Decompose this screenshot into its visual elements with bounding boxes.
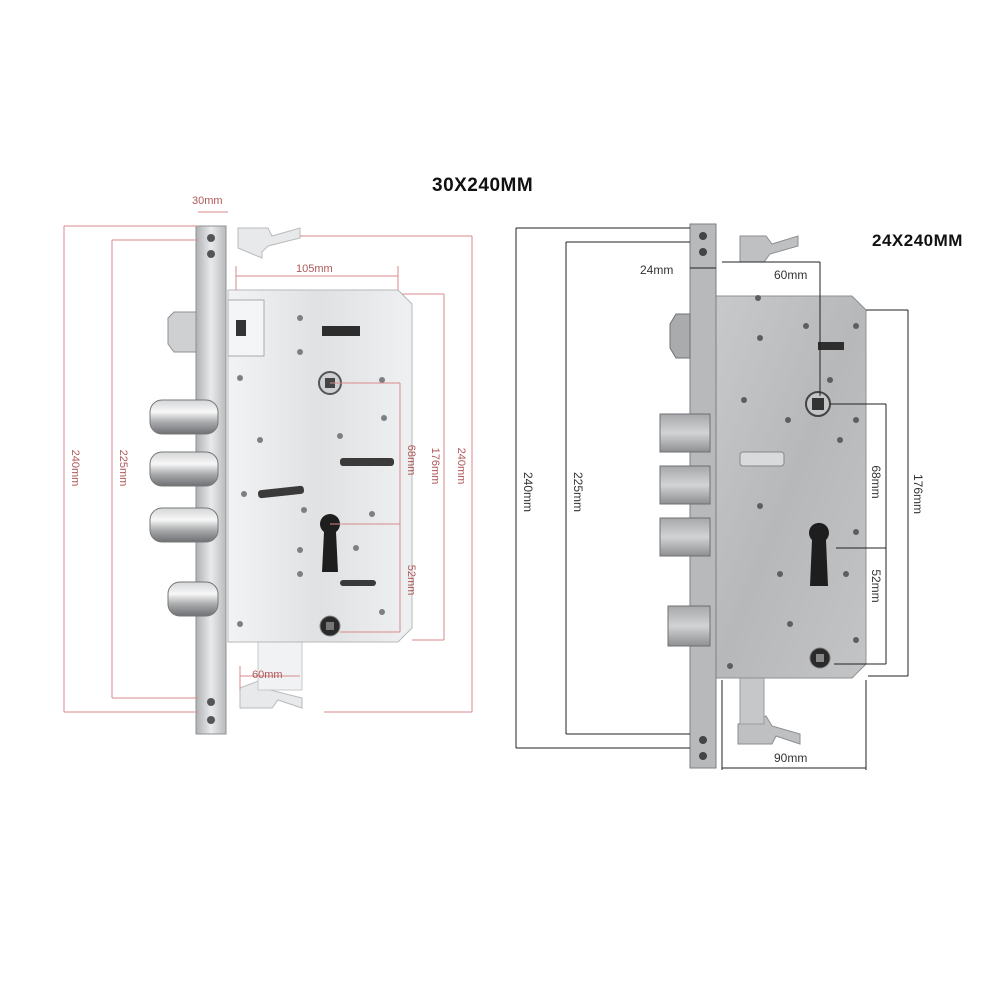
left-faceplate-screw [207,698,215,706]
left-top-hook [237,227,301,259]
right-deadbolt [659,517,711,557]
left-lock: 30mm 105mm 240mm 225mm 240mm 176mm 68mm … [63,195,473,735]
left-latch-guide [227,299,265,357]
left-dim-cylinder-to-bottom: 52mm [405,565,417,596]
left-faceplate-screw [207,250,215,258]
left-dim-screw-spacing: 225mm [117,450,129,487]
right-deadbolt [659,465,711,505]
left-bottom-post [257,637,303,691]
left-dim-outer-height: 240mm [455,448,467,485]
right-faceplate-screw [699,736,707,744]
right-dim-faceplate-width: 24mm [640,263,673,277]
left-latch [167,311,197,353]
right-dim-overall-height: 240mm [521,472,535,512]
right-latch [669,313,691,359]
left-faceplate-screw [207,234,215,242]
right-lock-title: 24X240MM [872,231,963,250]
right-deadbolt [667,605,711,647]
left-deadbolt [149,507,219,543]
right-dim-screw-spacing: 225mm [571,472,585,512]
left-dim-body-span: 176mm [429,448,441,485]
left-cylinder-cutout [320,514,340,572]
right-lock: 24mm 60mm 240mm 225mm 68mm 176mm 52mm 90… [515,223,925,770]
left-deadbolt [149,399,219,435]
right-faceplate-screw [699,752,707,760]
right-dim-hub-to-cylinder: 68mm [869,465,883,498]
left-dim-faceplate-width: 30mm [192,195,223,207]
left-dim-backset: 60mm [252,669,283,681]
right-deadbolts [659,413,711,647]
left-dim-overall-height: 240mm [69,450,81,487]
right-deadbolt [659,413,711,453]
right-top-hook [739,235,799,263]
left-deadbolt [149,451,219,487]
right-lock-case [715,295,867,679]
right-dim-cylinder-to-bottom: 52mm [869,569,883,602]
right-dim-body-span: 176mm [911,474,925,514]
left-faceplate-screw [207,716,215,724]
right-faceplate-screw [699,232,707,240]
left-deadbolts [149,399,219,617]
right-bottom-post [739,671,765,725]
left-deadbolt [167,581,219,617]
right-dim-body-width: 90mm [774,751,807,765]
right-faceplate-screw [699,248,707,256]
left-dim-hub-to-cylinder: 68mm [405,445,417,476]
right-cylinder-cutout [809,522,829,586]
right-dim-backset: 60mm [774,268,807,282]
left-lock-title: 30X240MM [432,175,534,196]
left-dim-body-width: 105mm [296,263,333,275]
